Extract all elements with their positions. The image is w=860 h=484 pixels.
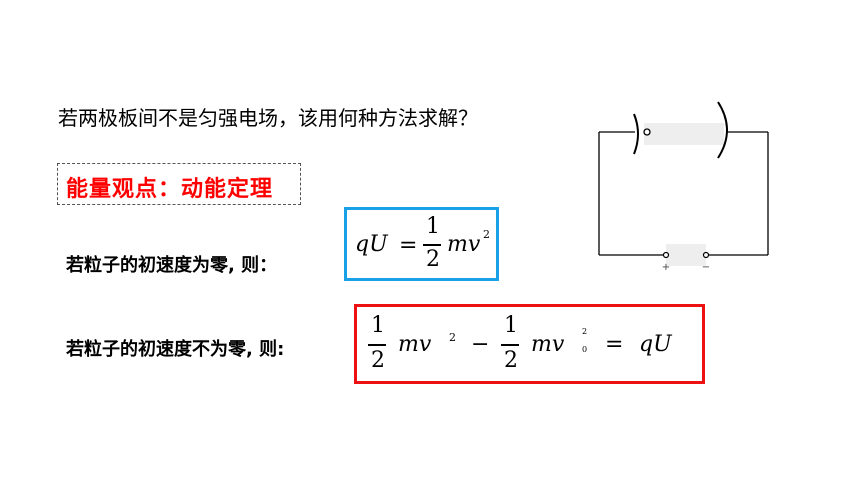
formula2-mv2: mv <box>531 332 565 357</box>
formula2-rhs: qU <box>639 332 672 357</box>
left-plate-terminal <box>643 128 651 136</box>
formula-zero-box: qU = 1 2 mv 2 <box>344 207 499 281</box>
formula1-lhs: qU <box>355 232 388 257</box>
formula1-mv: mv <box>447 232 481 257</box>
case-zero-label: 若粒子的初速度为零, 则： <box>66 255 278 276</box>
method-text: 能量观点：动能定理 <box>66 177 274 202</box>
formula2-exponent1: 2 <box>449 331 456 344</box>
formula2-denominator1: 2 <box>371 348 385 373</box>
minus-label: − <box>702 262 710 273</box>
case-nonzero-label: 若粒子的初速度不为零, 则: <box>66 339 285 360</box>
formula1-denominator: 2 <box>426 247 440 272</box>
formula1-fraction-bar <box>423 244 441 246</box>
question-text: 若两极板间不是匀强电场，该用何种方法求解？ <box>58 106 478 130</box>
plus-terminal <box>662 251 670 259</box>
formula2-minus: − <box>471 332 490 357</box>
method-box: 能量观点：动能定理 <box>57 163 301 205</box>
formula1-numerator: 1 <box>426 214 440 239</box>
formula2-numerator1: 1 <box>371 313 385 338</box>
formula2-fraction-bar1 <box>368 344 386 346</box>
formula2-mv1: mv <box>398 332 432 357</box>
formula2-denominator2: 2 <box>504 348 518 373</box>
formula1-exponent: 2 <box>483 228 490 241</box>
formula2-fraction-bar2 <box>501 344 519 346</box>
formula2-exponent2: 2 <box>582 327 588 336</box>
formula2-numerator2: 1 <box>504 313 518 338</box>
right-plate <box>717 101 728 159</box>
capacitor-gap <box>644 123 724 145</box>
formula2-subscript2: 0 <box>582 345 588 354</box>
plus-label: + <box>662 262 670 273</box>
left-plate <box>633 113 639 155</box>
minus-terminal <box>702 251 710 259</box>
formula1-equals: = <box>399 233 418 258</box>
formula-nonzero-box: 1 2 mv 2 − 1 2 mv 2 0 = qU <box>354 304 705 384</box>
battery-gap <box>666 244 706 266</box>
formula2-equals: = <box>605 332 624 357</box>
circuit-diagram: + − <box>598 101 769 273</box>
